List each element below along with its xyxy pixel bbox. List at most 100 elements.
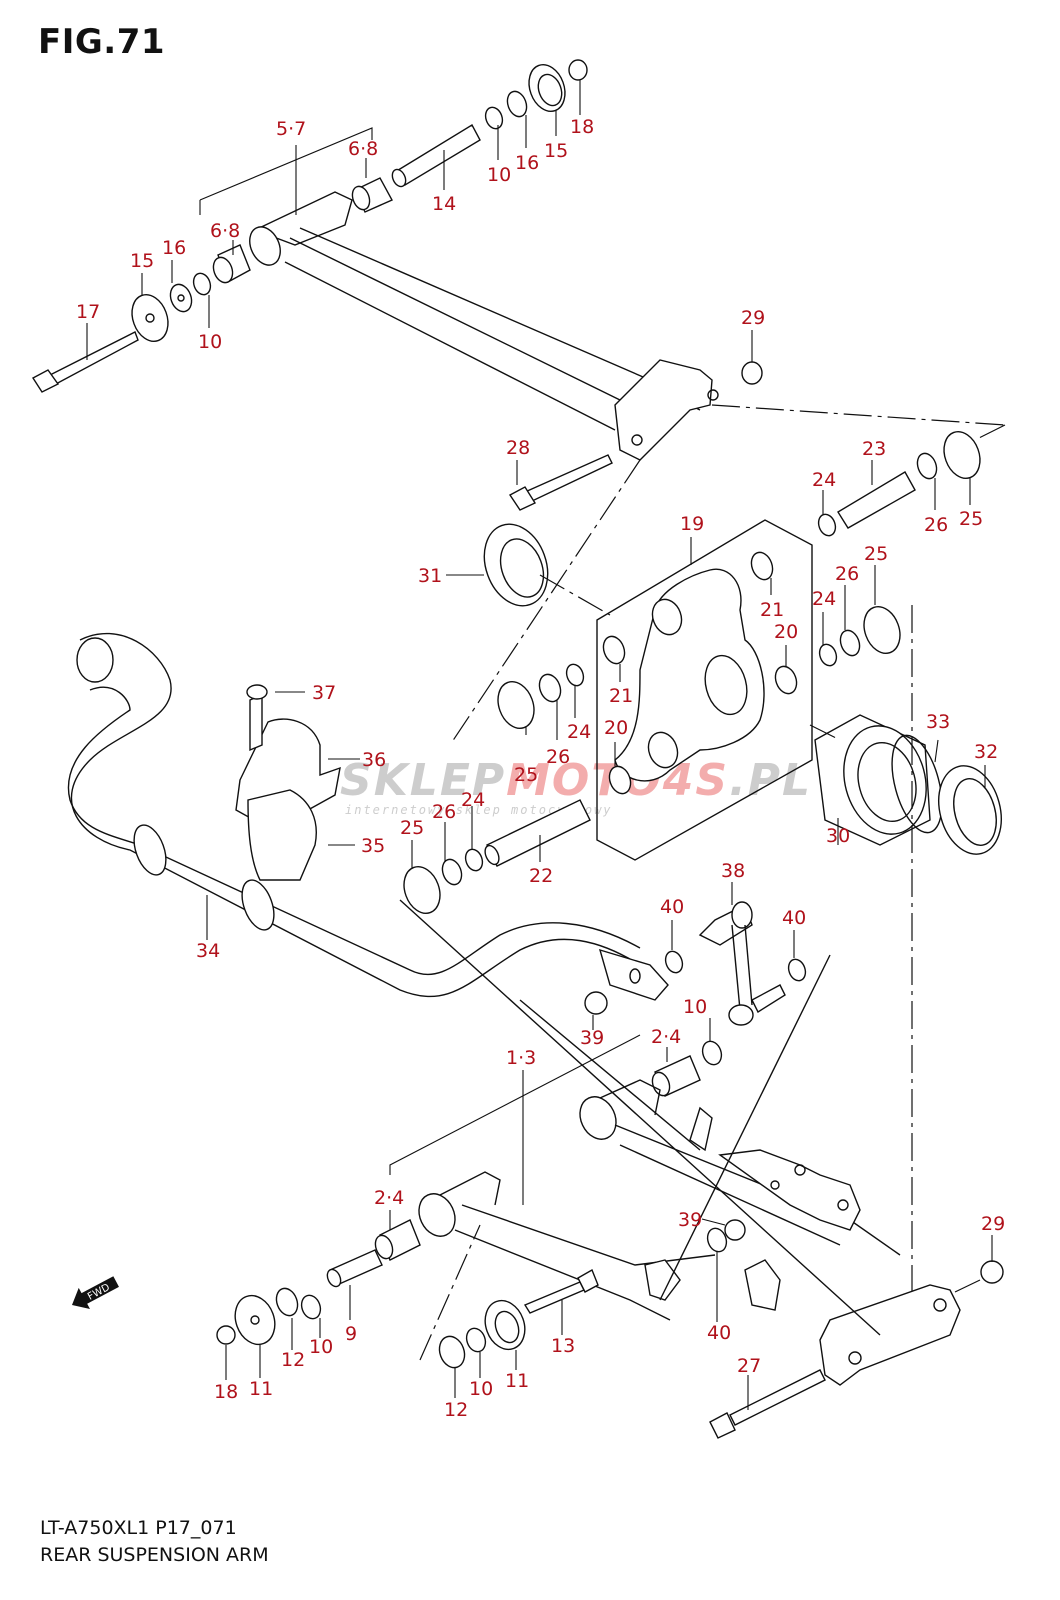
- callout-28[interactable]: 28: [506, 437, 530, 459]
- callout-10[interactable]: 10: [683, 996, 707, 1018]
- callout-10[interactable]: 10: [198, 331, 222, 353]
- callout-24[interactable]: 24: [567, 721, 591, 743]
- callout-40[interactable]: 40: [660, 896, 684, 918]
- bushing-21-a: [750, 551, 774, 581]
- arm-bottom-edge: [284, 261, 616, 431]
- cap-15-left: [131, 294, 169, 342]
- nut-39-b: [724, 1219, 746, 1241]
- callout-9[interactable]: 9: [345, 1323, 357, 1345]
- seal-10-left: [192, 272, 212, 296]
- callout-14[interactable]: 14: [432, 193, 456, 215]
- bushing-20-a: [774, 665, 798, 695]
- nut-18-top: [568, 59, 588, 81]
- callout-22[interactable]: 22: [529, 865, 553, 887]
- end-link-assembly: [651, 901, 807, 1097]
- circlip-33: [891, 734, 943, 834]
- bushing-20-b: [608, 765, 632, 795]
- bar-band: [133, 824, 167, 876]
- bolt-13: [523, 1281, 585, 1314]
- bar-end-link-mount: [598, 948, 669, 1001]
- washer-26-a: [538, 673, 562, 703]
- callout-25[interactable]: 25: [514, 764, 538, 786]
- pivot-end: [249, 226, 281, 266]
- callout-34[interactable]: 34: [196, 940, 220, 962]
- callout-16[interactable]: 16: [515, 152, 539, 174]
- callout-37[interactable]: 37: [312, 682, 336, 704]
- callout-18[interactable]: 18: [214, 1381, 238, 1403]
- callout-13[interactable]: 13: [551, 1335, 575, 1357]
- callout-10[interactable]: 10: [309, 1336, 333, 1358]
- callout-26[interactable]: 26: [924, 514, 948, 536]
- callout-12[interactable]: 12: [444, 1399, 468, 1421]
- washer-26-c: [441, 858, 463, 886]
- seal-10-low-b: [465, 1327, 487, 1353]
- callout-2-4[interactable]: 2·4: [374, 1187, 404, 1209]
- callout-10[interactable]: 10: [487, 164, 511, 186]
- arm-link-tab: [744, 1259, 781, 1311]
- callout-21[interactable]: 21: [760, 599, 784, 621]
- bolt-27: [729, 1369, 826, 1426]
- cap-25-c: [403, 866, 441, 914]
- model-code: LT-A750XL1 P17_071: [40, 1517, 237, 1539]
- bracket-hole: [631, 434, 643, 446]
- callout-19[interactable]: 19: [680, 513, 704, 535]
- callout-17[interactable]: 17: [76, 301, 100, 323]
- callout-24[interactable]: 24: [812, 588, 836, 610]
- bolt-37: [249, 693, 263, 752]
- watermark-tagline: internetowy sklep motocyklowy: [345, 803, 613, 817]
- bushing-35: [247, 789, 317, 881]
- callout-39[interactable]: 39: [580, 1027, 604, 1049]
- callout-29[interactable]: 29: [981, 1213, 1005, 1235]
- callout-40[interactable]: 40: [782, 907, 806, 929]
- bolt-17: [49, 331, 139, 386]
- bracket-line: [199, 127, 373, 201]
- seal-32: [938, 765, 1002, 855]
- callout-25[interactable]: 25: [400, 817, 424, 839]
- callout-5-7[interactable]: 5·7: [276, 118, 306, 140]
- callout-33[interactable]: 33: [926, 711, 950, 733]
- nut-29-top: [741, 361, 763, 385]
- callout-20[interactable]: 20: [774, 621, 798, 643]
- callout-15[interactable]: 15: [130, 250, 154, 272]
- callout-16[interactable]: 16: [162, 237, 186, 259]
- callout-38[interactable]: 38: [721, 860, 745, 882]
- callout-2-4[interactable]: 2·4: [651, 1026, 681, 1048]
- callout-26[interactable]: 26: [432, 801, 456, 823]
- upper-assembly: [32, 59, 1006, 743]
- callout-6-8[interactable]: 6·8: [348, 138, 378, 160]
- callout-26[interactable]: 26: [546, 746, 570, 768]
- pin-23: [837, 471, 916, 529]
- callout-26[interactable]: 26: [835, 563, 859, 585]
- nut-29-low: [980, 1260, 1004, 1284]
- washer-12-b: [438, 1335, 466, 1369]
- callout-25[interactable]: 25: [864, 543, 888, 565]
- callout-35[interactable]: 35: [361, 835, 385, 857]
- callout-30[interactable]: 30: [826, 825, 850, 847]
- callout-11[interactable]: 11: [249, 1378, 273, 1400]
- knuckle-bore: [704, 654, 748, 716]
- callout-15[interactable]: 15: [544, 140, 568, 162]
- seal-24-b: [818, 643, 838, 667]
- callout-21[interactable]: 21: [609, 685, 633, 707]
- arm-inner-edge: [299, 227, 651, 381]
- callout-23[interactable]: 23: [862, 438, 886, 460]
- callout-39[interactable]: 39: [678, 1209, 702, 1231]
- callout-36[interactable]: 36: [362, 749, 386, 771]
- callout-1-3[interactable]: 1·3: [506, 1047, 536, 1069]
- callout-6-8[interactable]: 6·8: [210, 220, 240, 242]
- callout-40[interactable]: 40: [707, 1322, 731, 1344]
- stabilizer-bar-34: [70, 632, 641, 998]
- callout-12[interactable]: 12: [281, 1349, 305, 1371]
- callout-31[interactable]: 31: [418, 565, 442, 587]
- callout-18[interactable]: 18: [570, 116, 594, 138]
- callout-10[interactable]: 10: [469, 1378, 493, 1400]
- callout-29[interactable]: 29: [741, 307, 765, 329]
- callout-27[interactable]: 27: [737, 1355, 761, 1377]
- callout-11[interactable]: 11: [505, 1370, 529, 1392]
- callout-24[interactable]: 24: [461, 789, 485, 811]
- callout-25[interactable]: 25: [959, 508, 983, 530]
- callout-24[interactable]: 24: [812, 469, 836, 491]
- callout-32[interactable]: 32: [974, 741, 998, 763]
- callout-20[interactable]: 20: [604, 717, 628, 739]
